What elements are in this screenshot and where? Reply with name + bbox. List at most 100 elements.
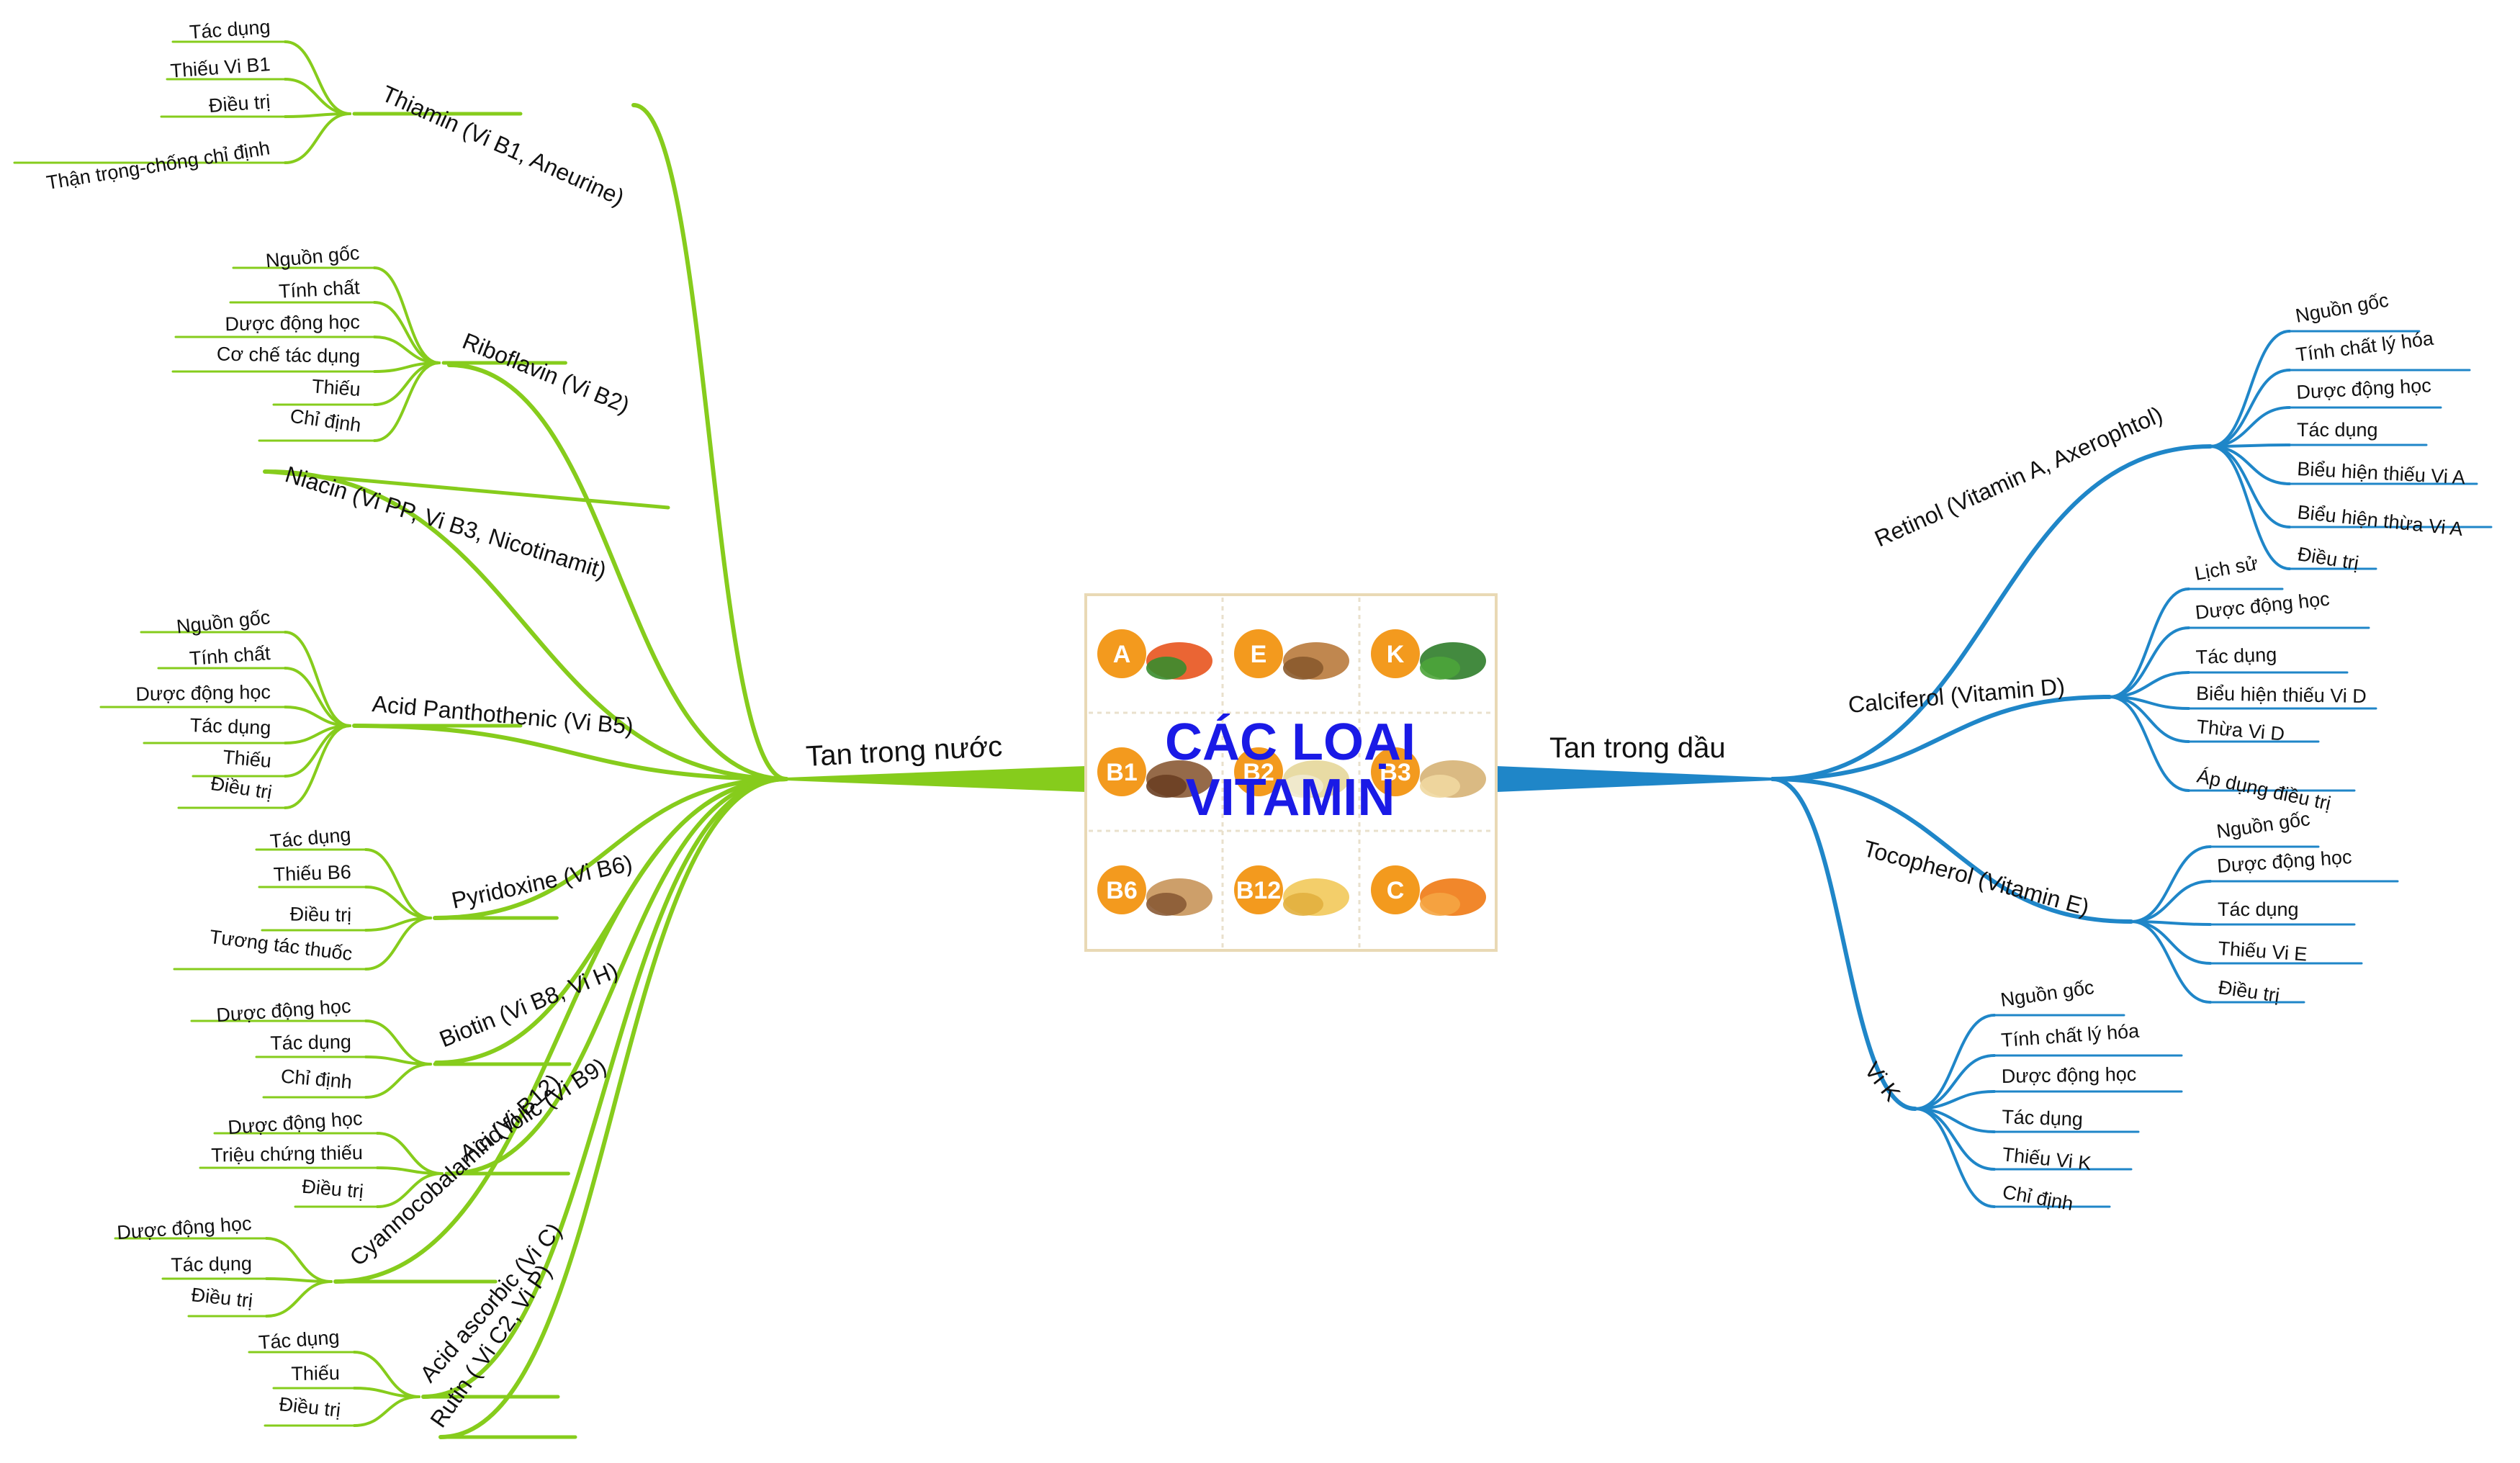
water-leaf-6-1[interactable]: Triệu chứng thiếu: [211, 1142, 363, 1166]
vitamin-badge-label: A: [1113, 641, 1131, 668]
oil-leaf-3-5[interactable]: Chỉ định: [2001, 1181, 2075, 1215]
water-leaf-line-7-2: [265, 1280, 333, 1318]
oil-leaf-0-0[interactable]: Nguồn gốc: [2294, 289, 2390, 327]
water-leaf-line-1-5: [373, 361, 441, 442]
water-branch-2: [263, 469, 788, 781]
water-branch-7: [333, 777, 788, 1284]
water-leaf-0-1[interactable]: Thiếu Vi B1: [170, 53, 271, 82]
water-leaf-7-2[interactable]: Điều trị: [190, 1284, 253, 1312]
oil-leaf-0-1[interactable]: Tính chất lý hóa: [2295, 328, 2435, 366]
water-leaf-7-1[interactable]: Tác dụng: [171, 1253, 252, 1276]
water-leaf-4-1[interactable]: Thiếu B6: [273, 861, 351, 886]
vitamin-badge-label: B6: [1106, 877, 1137, 904]
water-item-0[interactable]: Thiamin (Vi B1, Aneurine): [378, 81, 628, 211]
water-leaf-1-1[interactable]: Tính chất: [278, 276, 360, 302]
oil-leaf-2-1[interactable]: Dược động học: [2216, 846, 2352, 877]
food-icon: [1283, 657, 1323, 680]
vitamin-badge: [1097, 865, 1146, 914]
water-leaf-3-3[interactable]: Tác dụng: [189, 714, 271, 739]
water-leaf-4-3[interactable]: Tương tác thuốc: [208, 926, 354, 965]
vitamin-badge: [1234, 747, 1283, 796]
water-leaf-8-2[interactable]: Điều trị: [278, 1393, 341, 1421]
water-leaf-line-3-0: [284, 631, 351, 727]
oil-leaf-3-3[interactable]: Tác dụng: [2002, 1106, 2084, 1130]
water-item-5[interactable]: Biotin (Vi B8, Vi H): [436, 957, 621, 1052]
water-leaf-line-1-1: [373, 301, 441, 364]
vitamin-badge: [1371, 747, 1420, 796]
water-leaf-5-1[interactable]: Tác dụng: [270, 1031, 351, 1054]
vitamin-badge-label: B3: [1380, 759, 1410, 786]
water-item-4[interactable]: Pyridoxine (Vi B6): [449, 850, 634, 914]
vitamin-badge: [1234, 629, 1283, 678]
oil-leaf-0-2[interactable]: Dược động học: [2296, 374, 2432, 403]
food-icon: [1283, 893, 1323, 916]
water-branch-3: [352, 724, 788, 781]
vitamin-badge-label: K: [1387, 641, 1405, 668]
oil-leaf-2-2[interactable]: Tác dụng: [2218, 899, 2299, 920]
oil-leaf-2-0[interactable]: Nguồn gốc: [2215, 808, 2312, 842]
water-leaf-line-5-1: [364, 1055, 432, 1066]
water-group-label[interactable]: Tan trong nước: [805, 731, 1003, 773]
water-leaf-3-2[interactable]: Dược động học: [135, 681, 271, 705]
oil-leaf-3-0[interactable]: Nguồn gốc: [1999, 976, 2096, 1011]
vitamin-tile-b3: B3: [1371, 747, 1486, 798]
water-branch-4: [433, 777, 788, 920]
water-leaf-0-3[interactable]: Thận trọng-chống chỉ định: [45, 137, 271, 194]
water-branch-6: [447, 777, 788, 1176]
water-leaf-line-4-3: [364, 917, 432, 971]
water-branch-underline-2: [263, 469, 670, 510]
center-title-line2: VITAMIN: [1186, 769, 1395, 827]
oil-item-0[interactable]: Retinol (Vitamin A, Axerophtol): [1871, 401, 2166, 552]
oil-item-2[interactable]: Tocopherol (Vitamin E): [1860, 835, 2092, 920]
water-leaf-1-4[interactable]: Thiếu: [311, 375, 361, 400]
oil-leaf-1-5[interactable]: Áp dụng điều trị: [2195, 765, 2333, 815]
water-item-3[interactable]: Acid Panthothenic (Vi B5): [371, 690, 634, 739]
oil-leaf-0-5[interactable]: Biểu hiện thừa Vi A: [2296, 501, 2464, 540]
water-leaf-1-2[interactable]: Dược động học: [225, 311, 360, 335]
oil-leaf-1-3[interactable]: Biểu hiện thiếu Vi D: [2196, 683, 2367, 707]
oil-item-3[interactable]: Vi K: [1859, 1057, 1905, 1106]
oil-leaf-line-0-3: [2209, 444, 2291, 448]
oil-leaf-1-0[interactable]: Lịch sử: [2193, 552, 2259, 585]
water-item-2[interactable]: Niacin (Vi PP, Vi B3, Nicotinamit): [282, 461, 609, 583]
oil-leaf-line-1-1: [2108, 626, 2190, 698]
food-icon: [1283, 775, 1323, 798]
water-branch-1: [447, 363, 788, 781]
branch-lines: [13, 40, 2493, 1439]
vitamin-tile-a: A: [1097, 629, 1212, 680]
water-leaf-1-3[interactable]: Cơ chế tác dụng: [217, 343, 361, 367]
water-leaf-line-0-0: [284, 40, 351, 115]
center-title-line1: CÁC LOẠI: [1165, 714, 1416, 771]
water-leaf-1-5[interactable]: Chỉ định: [289, 405, 362, 436]
oil-leaf-line-0-5: [2209, 445, 2291, 528]
oil-item-1[interactable]: Calciferol (Vitamin D): [1847, 673, 2066, 718]
water-leaf-line-3-1: [284, 667, 351, 727]
vitamin-badge-label: B1: [1106, 759, 1137, 786]
oil-leaf-3-1[interactable]: Tính chất lý hóa: [2000, 1020, 2141, 1051]
oil-leaf-3-2[interactable]: Dược động học: [2002, 1063, 2137, 1087]
oil-leaf-1-1[interactable]: Dược động học: [2194, 588, 2331, 624]
vitamin-badge-label: E: [1251, 641, 1267, 668]
vitamin-tile-b6: B6: [1097, 865, 1212, 916]
water-leaf-5-2[interactable]: Chỉ định: [280, 1065, 353, 1093]
oil-group-label[interactable]: Tan trong dầu: [1549, 732, 1726, 764]
water-leaf-0-0[interactable]: Tác dụng: [189, 16, 271, 43]
water-leaf-line-0-3: [284, 112, 351, 164]
water-leaf-4-0[interactable]: Tác dụng: [269, 824, 352, 852]
water-leaf-4-2[interactable]: Điều trị: [289, 904, 351, 926]
water-leaf-0-2[interactable]: Điều trị: [208, 91, 271, 117]
vitamin-tile-b2: B2: [1234, 747, 1349, 798]
water-leaf-line-3-5: [284, 724, 351, 809]
water-leaf-8-0[interactable]: Tác dụng: [258, 1326, 340, 1354]
vitamin-tile-b1: B1: [1097, 747, 1212, 798]
oil-leaf-1-2[interactable]: Tác dụng: [2195, 644, 2277, 668]
vitamin-tile-b12: B12: [1234, 865, 1349, 916]
water-leaf-8-1[interactable]: Thiếu: [291, 1362, 340, 1385]
water-leaf-line-8-0: [353, 1351, 420, 1398]
water-leaf-3-4[interactable]: Thiếu: [222, 746, 272, 772]
oil-leaf-2-3[interactable]: Thiếu Vi E: [2218, 937, 2308, 965]
water-leaf-6-2[interactable]: Điều trị: [301, 1176, 364, 1202]
water-leaf-3-1[interactable]: Tính chất: [189, 642, 271, 670]
oil-leaf-0-3[interactable]: Tác dụng: [2297, 419, 2378, 441]
